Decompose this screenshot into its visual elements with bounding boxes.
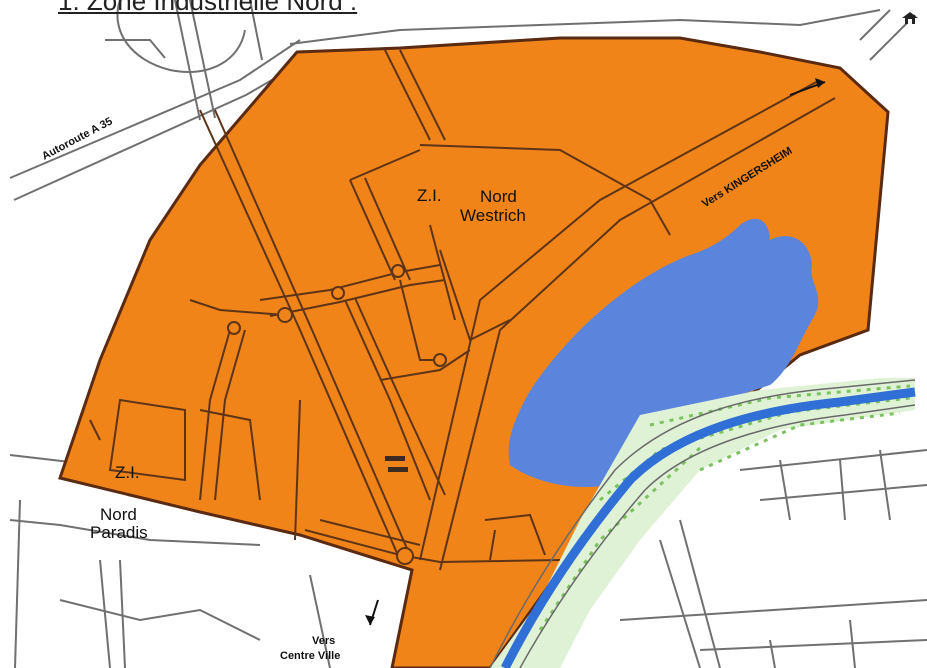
zone-westrich-label-name: Westrich	[460, 206, 526, 225]
lake	[508, 218, 819, 488]
canal-bank-lower	[519, 404, 916, 668]
outer-roads	[9, 0, 927, 668]
direction-arrow-centre-ville	[365, 599, 379, 626]
zone-westrich-label-nord: Nord	[480, 187, 517, 206]
zone-paradis-label-name: Paradis	[90, 523, 148, 542]
canal-bank-upper	[489, 379, 916, 668]
roundabouts	[227, 264, 447, 565]
direction-arrow-kingersheim	[789, 78, 826, 96]
centre-ville-label-vers: Vers	[312, 635, 336, 647]
page-title: 1. Zone Industrielle Nord :	[58, 0, 358, 16]
home-icon	[900, 10, 920, 26]
zone-paradis-label-nord: Nord	[100, 505, 137, 524]
centre-ville-label-name: Centre Ville	[280, 650, 341, 662]
inner-roads	[89, 49, 836, 571]
buildings	[385, 456, 408, 472]
green-strip	[490, 378, 915, 668]
zone-westrich-label-zi: Z.I.	[417, 186, 442, 205]
zone-paradis-label-zi: Z.I.	[115, 463, 140, 482]
canal	[500, 387, 916, 668]
